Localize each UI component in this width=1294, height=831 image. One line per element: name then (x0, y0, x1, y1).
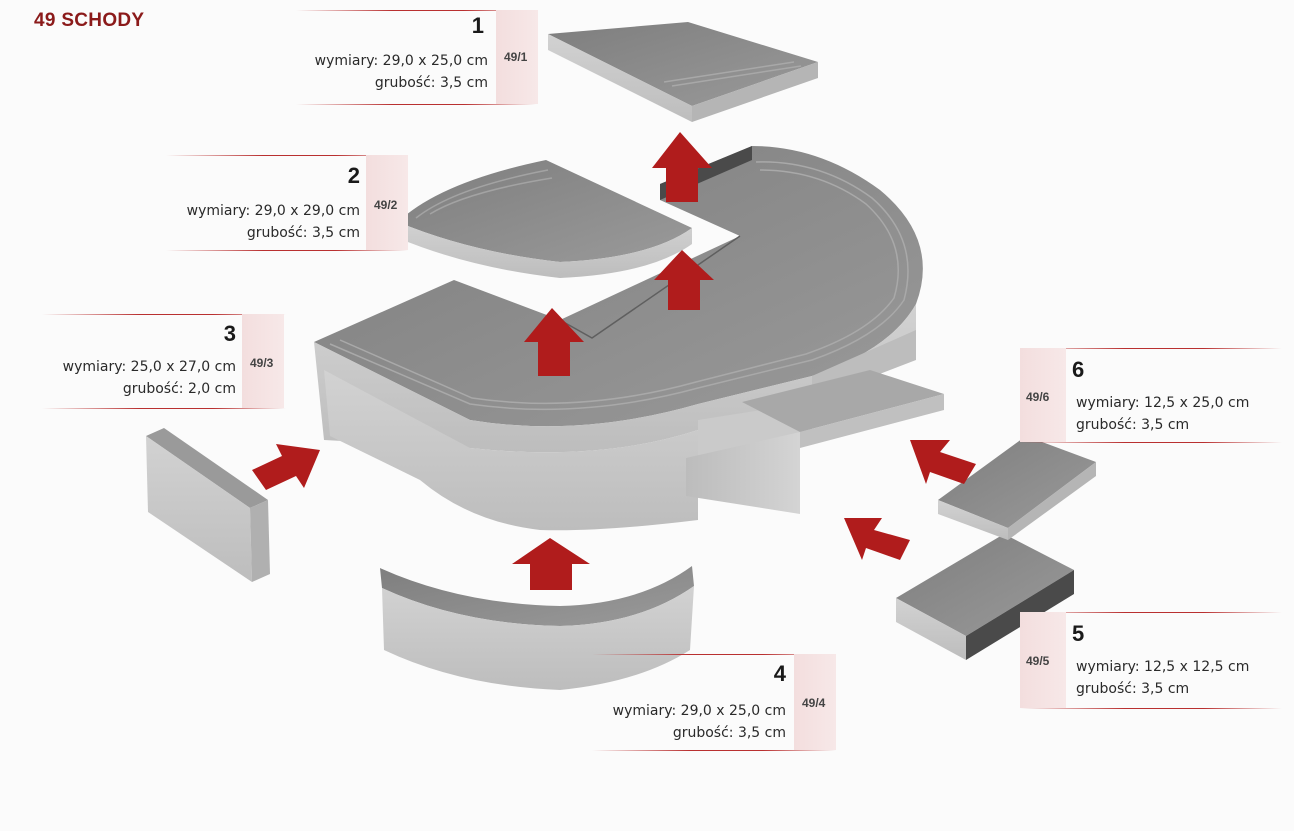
code-tag (496, 10, 538, 104)
item-dimensions: wymiary: 29,0 x 25,0 cm (314, 53, 488, 69)
accent-line (166, 250, 408, 251)
arrow-left-icon (844, 518, 910, 560)
step-piece-3 (146, 428, 270, 582)
code-tag (242, 314, 284, 408)
item-code: 49/4 (802, 696, 826, 710)
step-piece-2 (398, 160, 692, 278)
item-code: 49/3 (250, 356, 274, 370)
item-code: 49/2 (374, 198, 398, 212)
item-thickness: grubość: 2,0 cm (122, 381, 236, 397)
step-piece-6 (938, 436, 1096, 540)
accent-line (592, 750, 836, 751)
item-thickness: grubość: 3,5 cm (672, 725, 786, 741)
item-dimensions: wymiary: 29,0 x 25,0 cm (612, 703, 786, 719)
item-thickness: grubość: 3,5 cm (246, 225, 360, 241)
item-code: 49/5 (1026, 654, 1050, 668)
code-tag (1020, 612, 1066, 708)
accent-line (296, 10, 536, 11)
accent-line (1020, 348, 1282, 349)
label-item-5: 5 wymiary: 12,5 x 12,5 cm grubość: 3,5 c… (1072, 616, 1280, 706)
accent-line (1020, 442, 1282, 443)
item-thickness: grubość: 3,5 cm (374, 75, 488, 91)
item-code: 49/6 (1026, 390, 1050, 404)
item-number: 3 (223, 321, 236, 346)
accent-line (166, 155, 408, 156)
item-thickness: grubość: 3,5 cm (1076, 681, 1190, 697)
accent-line (42, 408, 286, 409)
arrow-left-icon (910, 440, 976, 484)
label-item-4: 4 wymiary: 29,0 x 25,0 cm grubość: 3,5 c… (592, 658, 788, 748)
page-title: 49 SCHODY (34, 10, 145, 31)
code-tag (794, 654, 836, 750)
item-dimensions: wymiary: 25,0 x 27,0 cm (62, 359, 236, 375)
step-piece-4 (380, 566, 694, 690)
arrow-up-icon (654, 250, 714, 310)
item-number: 1 (471, 13, 484, 38)
code-tag (366, 155, 408, 250)
label-item-2: 2 wymiary: 29,0 x 29,0 cm grubość: 3,5 c… (166, 160, 362, 248)
item-thickness: grubość: 3,5 cm (1076, 417, 1190, 433)
arrow-up-icon (652, 132, 712, 202)
accent-line (296, 104, 536, 105)
item-dimensions: wymiary: 12,5 x 12,5 cm (1076, 659, 1250, 675)
accent-line (1020, 708, 1282, 709)
accent-line (592, 654, 836, 655)
item-number: 4 (773, 661, 786, 686)
arrow-up-icon (524, 308, 584, 376)
label-item-3: 3 wymiary: 25,0 x 27,0 cm grubość: 2,0 c… (42, 318, 238, 406)
code-tag (1020, 348, 1066, 442)
label-item-6: 6 wymiary: 12,5 x 25,0 cm grubość: 3,5 c… (1072, 352, 1280, 440)
arrow-up-icon (512, 538, 590, 590)
item-dimensions: wymiary: 12,5 x 25,0 cm (1076, 395, 1250, 411)
arrow-right-icon (252, 444, 320, 490)
label-item-1: 1 wymiary: 29,0 x 25,0 cm grubość: 3,5 c… (296, 14, 492, 102)
item-number: 6 (1072, 357, 1085, 382)
item-code: 49/1 (504, 50, 528, 64)
item-number: 2 (347, 163, 360, 188)
accent-line (1020, 612, 1282, 613)
stairs-assembly (314, 146, 944, 531)
item-number: 5 (1072, 621, 1085, 646)
step-piece-1 (548, 22, 818, 122)
item-dimensions: wymiary: 29,0 x 29,0 cm (186, 203, 360, 219)
accent-line (42, 314, 286, 315)
